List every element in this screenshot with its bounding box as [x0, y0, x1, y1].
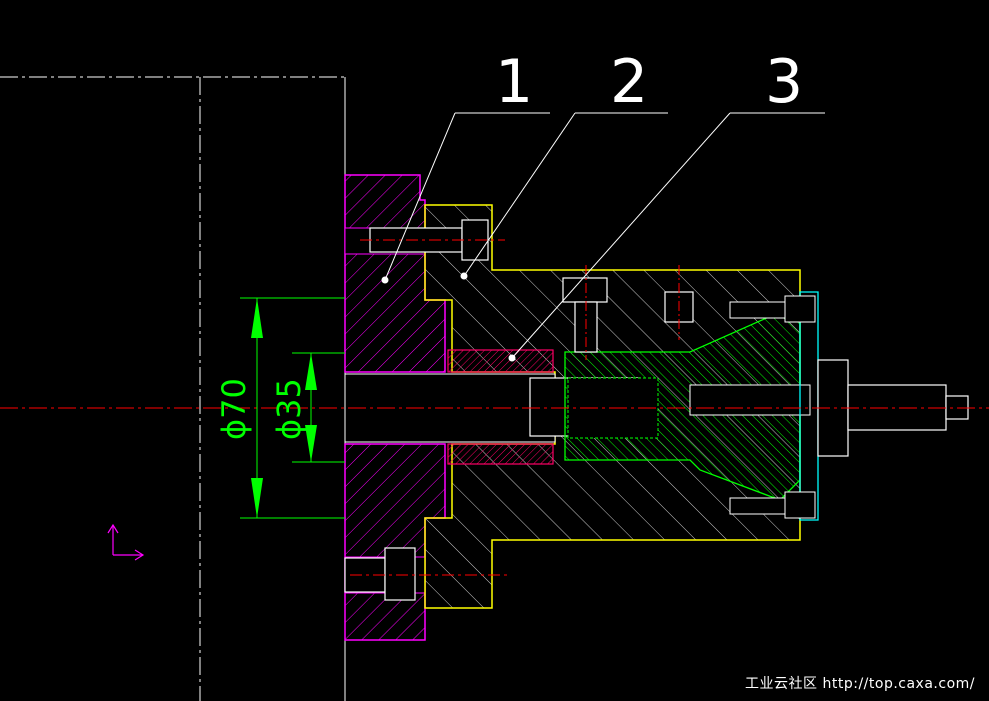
dim-label-35: ϕ35	[270, 378, 308, 440]
leader-label-2: 2	[610, 47, 648, 117]
dimension-lines	[240, 297, 345, 519]
centerlines	[0, 239, 989, 576]
watermark: 工业云社区 http://top.caxa.com/	[745, 676, 975, 692]
ucs-icon	[107, 523, 145, 561]
leader-label-1: 1	[495, 47, 533, 117]
dim-label-70: ϕ70	[215, 378, 253, 440]
leader-label-3: 3	[765, 47, 803, 117]
end-cap	[799, 291, 969, 521]
leader-lines	[381, 112, 825, 362]
